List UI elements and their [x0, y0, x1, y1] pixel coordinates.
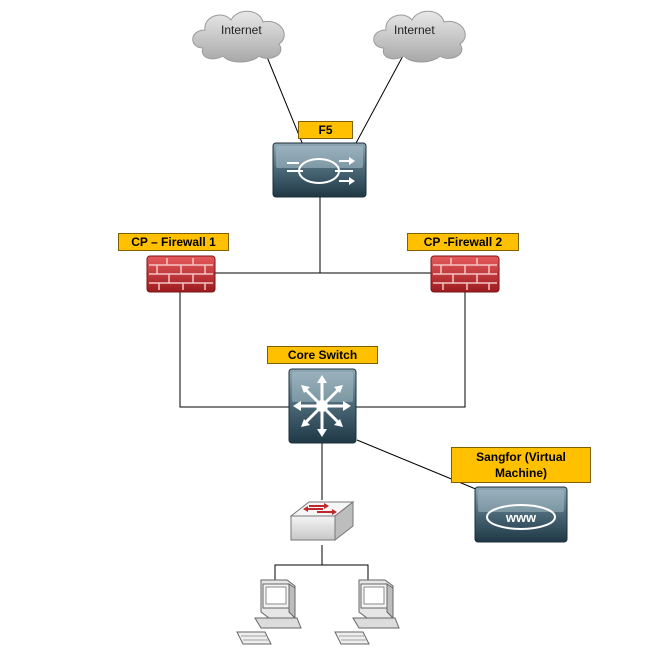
sangfor-label: Sangfor (Virtual Machine) [451, 447, 591, 483]
load-balancer-icon [272, 142, 367, 198]
link-fw1-core [179, 292, 290, 408]
firewall1-label: CP – Firewall 1 [118, 233, 229, 251]
f5-label: F5 [298, 121, 353, 139]
internet-left-label: Internet [221, 23, 262, 37]
sangfor-label-line2: Machine) [494, 466, 547, 480]
link-core-sangfor [356, 439, 484, 493]
firewall2-label: CP -Firewall 2 [407, 233, 519, 251]
connections [179, 51, 484, 580]
www-server-icon: www [474, 486, 568, 543]
firewall-icon [146, 255, 216, 293]
core-switch-label: Core Switch [267, 346, 378, 364]
internet-right-label: Internet [394, 23, 435, 37]
layer3-switch-icon [288, 368, 357, 444]
workstation-icon [236, 579, 302, 645]
link-fw2-core [355, 292, 466, 408]
link-internet-right-f5 [354, 51, 406, 146]
svg-text:www: www [505, 510, 537, 525]
link-access-pcs [274, 564, 369, 580]
workstation-icon [334, 579, 400, 645]
link-internet-left-f5 [264, 51, 304, 146]
firewall-icon [430, 255, 500, 293]
cloud-icon: Internet [192, 10, 285, 63]
cloud-icon: Internet [373, 10, 466, 63]
sangfor-label-line1: Sangfor (Virtual [476, 450, 566, 464]
workgroup-switch-icon [289, 500, 355, 542]
